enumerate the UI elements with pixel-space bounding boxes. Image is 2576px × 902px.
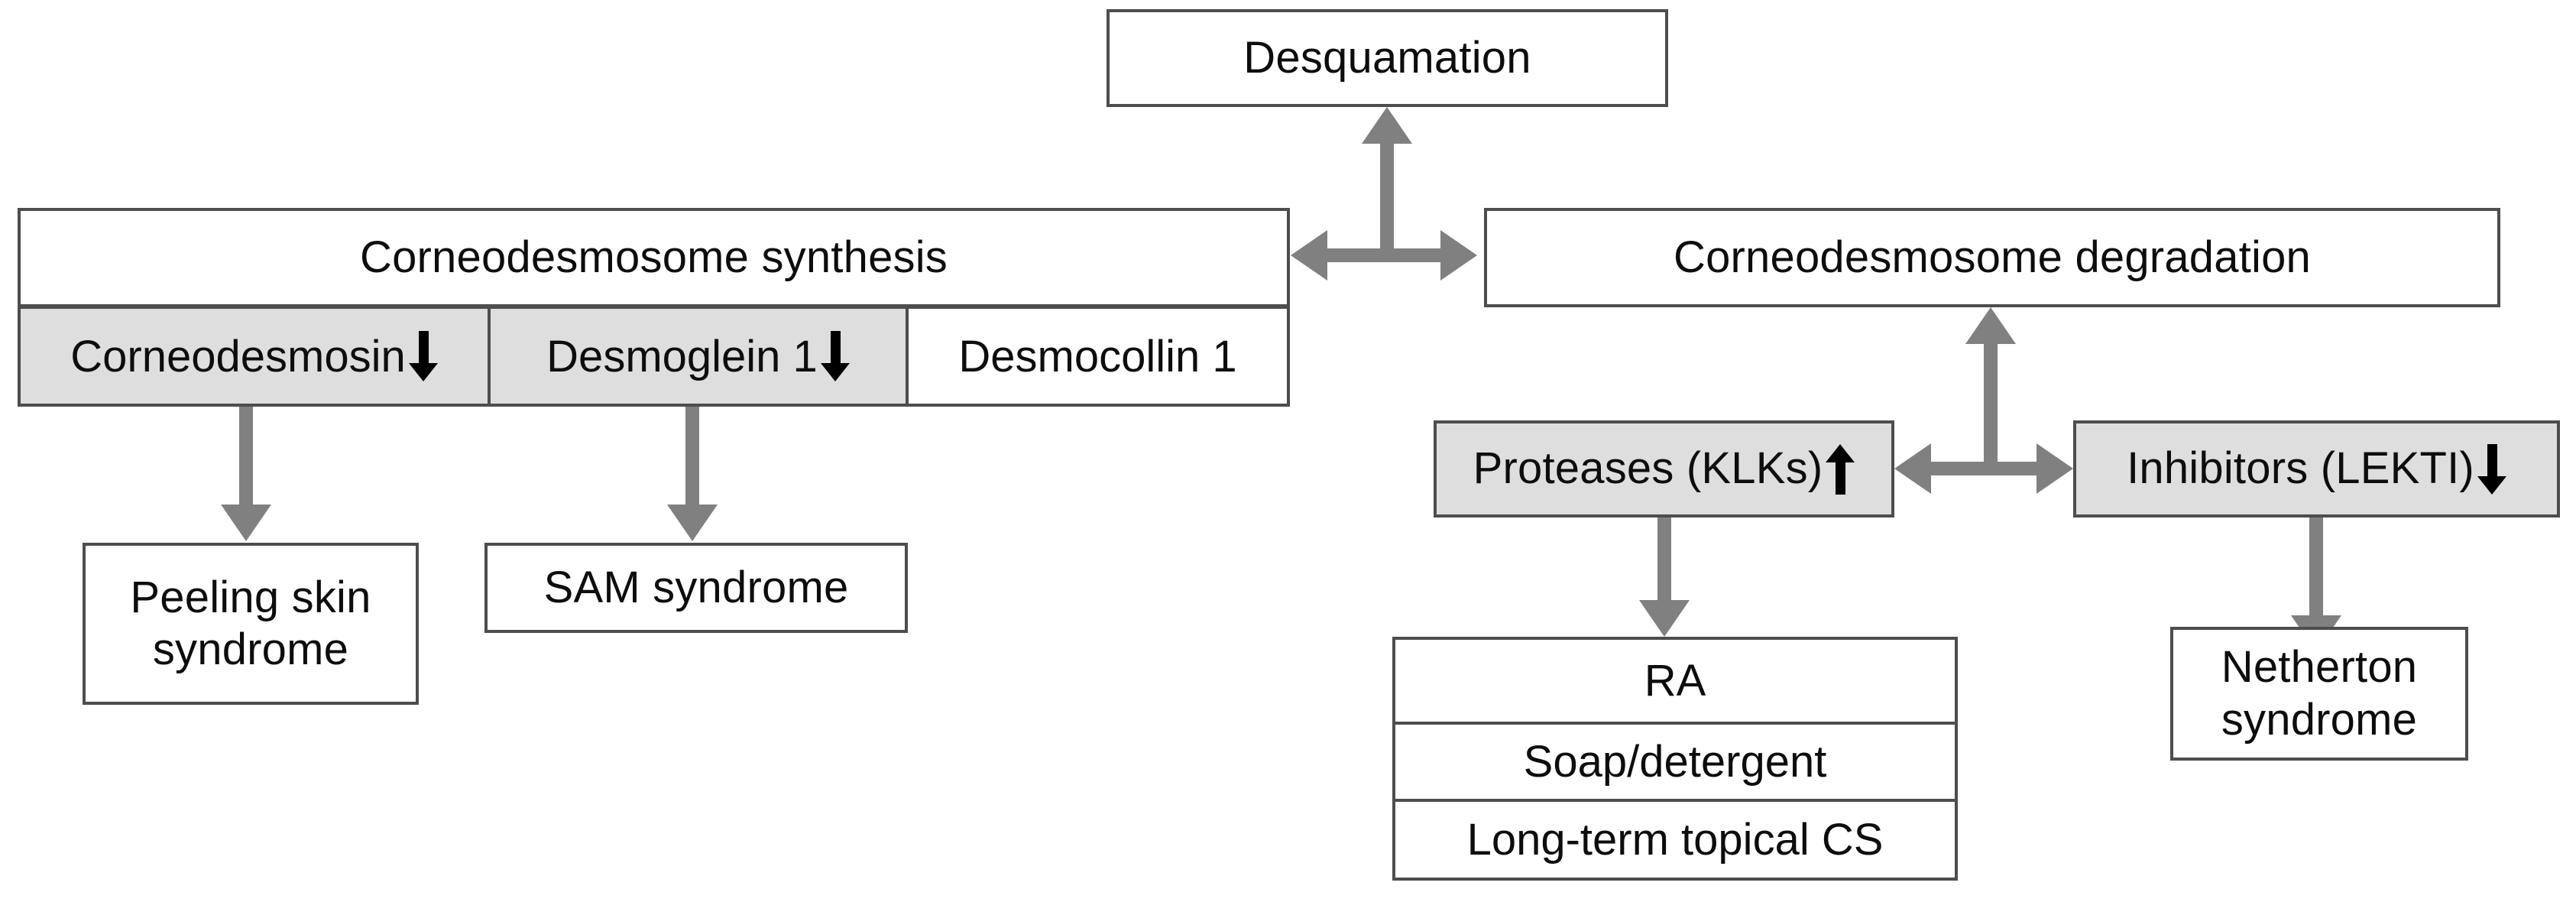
box-inhibitors-lekti: Inhibitors (LEKTI)	[2073, 420, 2560, 518]
connector-arrowhead-up	[1362, 107, 1412, 144]
box-sam-syndrome-label: SAM syndrome	[543, 562, 849, 612]
arrow-shaft	[685, 407, 699, 506]
box-desquamation-label: Desquamation	[1243, 32, 1531, 83]
cell-corneodesmosin-label: Corneodesmosin	[70, 331, 406, 381]
box-corneodesmosome-degradation-label: Corneodesmosome degradation	[1673, 232, 2312, 282]
cell-desmocollin-1: Desmocollin 1	[906, 306, 1290, 407]
cell-desmocollin-1-label: Desmocollin 1	[958, 331, 1237, 381]
arrow-shaft	[2309, 518, 2323, 617]
connector-horizontal-shaft	[1931, 462, 2036, 475]
box-sam-syndrome: SAM syndrome	[484, 543, 908, 633]
connector-arrowhead-left	[1291, 230, 1327, 281]
box-trigger-ra-label: RA	[1644, 656, 1706, 706]
box-proteases-klks-label: Proteases (KLKs)	[1473, 443, 1823, 494]
box-trigger-long-term-topical-cs-label: Long-term topical CS	[1466, 815, 1884, 865]
arrowhead-down	[667, 505, 718, 541]
connector-vertical-shaft	[1380, 144, 1394, 262]
connector-arrowhead-right	[1440, 230, 1477, 281]
connector-vertical-shaft	[1984, 344, 1998, 470]
cell-desmoglein-1-label: Desmoglein 1	[546, 331, 818, 381]
arrowhead-down	[1639, 600, 1690, 637]
up-arrow-icon	[1826, 443, 1855, 495]
box-desquamation: Desquamation	[1107, 9, 1668, 107]
arrow-shaft	[1657, 518, 1671, 602]
down-arrow-icon	[820, 331, 850, 381]
box-trigger-long-term-topical-cs: Long-term topical CS	[1392, 799, 1958, 881]
connector-arrowhead-right	[2036, 443, 2073, 494]
box-peeling-skin-syndrome: Peeling skin syndrome	[83, 543, 419, 705]
box-netherton-syndrome-label: Netherton syndrome	[2221, 642, 2418, 745]
box-inhibitors-lekti-label: Inhibitors (LEKTI)	[2127, 443, 2474, 494]
box-trigger-ra: RA	[1392, 637, 1958, 725]
connector-arrowhead-up	[1965, 307, 2016, 344]
box-corneodesmosome-degradation: Corneodesmosome degradation	[1484, 208, 2500, 307]
cell-desmoglein-1: Desmoglein 1	[488, 306, 909, 407]
connector-horizontal-shaft	[1327, 248, 1440, 262]
down-arrow-icon	[408, 331, 438, 381]
arrowhead-down	[221, 505, 271, 541]
box-corneodesmosome-synthesis-label: Corneodesmosome synthesis	[359, 232, 948, 282]
box-netherton-syndrome: Netherton syndrome	[2170, 627, 2468, 761]
box-proteases-klks: Proteases (KLKs)	[1434, 420, 1894, 518]
box-trigger-soap-detergent: Soap/detergent	[1392, 722, 1958, 802]
down-arrow-icon	[2477, 443, 2506, 495]
connector-arrowhead-left	[1894, 443, 1931, 494]
cell-corneodesmosin: Corneodesmosin	[18, 306, 491, 407]
box-trigger-soap-detergent-label: Soap/detergent	[1523, 737, 1827, 787]
box-peeling-skin-syndrome-label: Peeling skin syndrome	[130, 572, 371, 674]
arrow-shaft	[239, 407, 253, 506]
box-corneodesmosome-synthesis: Corneodesmosome synthesis	[18, 208, 1290, 307]
